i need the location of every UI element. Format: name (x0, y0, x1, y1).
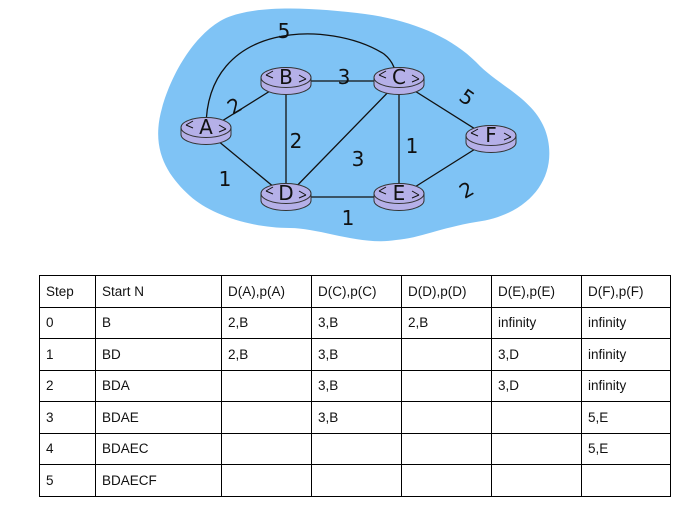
router-arrows-icon (378, 186, 420, 199)
table-cell: BDA (95, 369, 222, 402)
table-cell: 5,E (581, 432, 671, 465)
edge-weight-B-D: 2 (290, 129, 303, 153)
header-step: Step (39, 275, 96, 308)
router-label: C (392, 65, 406, 89)
edge-weight-C-E: 1 (406, 134, 419, 158)
edge-weight-A-D: 1 (219, 167, 232, 191)
table-cell (401, 401, 492, 434)
table-cell: 3,D (491, 369, 582, 402)
table-cell (581, 464, 671, 497)
router-top (180, 117, 232, 138)
router-node-E: E (373, 181, 425, 211)
table-cell: 2,B (401, 306, 492, 339)
router-node-F: F (465, 123, 517, 153)
table-cell: BD (95, 338, 222, 371)
table-cell: 0 (39, 306, 96, 339)
table-cell: BDAEC (95, 432, 222, 465)
table-cell: 1 (39, 338, 96, 371)
header-d-d: D(D),p(D) (401, 275, 492, 308)
table-cell (401, 432, 492, 465)
table-cell: infinity (581, 338, 671, 371)
edge-C-D (285, 80, 400, 198)
header-d-a: D(A),p(A) (221, 275, 312, 308)
router-top (260, 67, 312, 88)
table-cell (401, 464, 492, 497)
table-cell (221, 432, 312, 465)
table-cell: 2 (39, 369, 96, 402)
router-arrows-icon (378, 70, 420, 83)
router-arrows-icon (185, 120, 227, 133)
table-cell (311, 464, 402, 497)
router-arrows-icon (265, 186, 307, 199)
table-cell (401, 338, 492, 371)
table-cell (491, 401, 582, 434)
table-cell: 5,E (581, 401, 671, 434)
table-cell: 4 (39, 432, 96, 465)
router-node-C: C (373, 65, 425, 95)
edge-weight-D-E: 1 (342, 206, 355, 230)
table-cell: infinity (581, 306, 671, 339)
table-cell: 5 (39, 464, 96, 497)
router-top (465, 125, 517, 146)
edge-A-C (205, 33, 397, 129)
router-arrows-icon (470, 128, 512, 141)
table-cell (491, 464, 582, 497)
table-cell: BDAE (95, 401, 222, 434)
router-node-A: A (180, 115, 232, 145)
table-cell: 3,B (311, 338, 402, 371)
router-top (373, 67, 425, 88)
router-label: F (485, 123, 497, 147)
table-cell: 3,D (491, 338, 582, 371)
table-cell: 3,B (311, 306, 402, 339)
router-arrows-icon (265, 70, 307, 83)
table-cell (491, 432, 582, 465)
router-label: A (199, 115, 213, 139)
table-cell: 3,B (311, 401, 402, 434)
table-cell: infinity (581, 369, 671, 402)
table-header-row: Step Start N D(A),p(A) D(C),p(C) D(D),p(… (39, 275, 671, 308)
router-label: D (278, 181, 293, 205)
router-top (260, 183, 312, 204)
router-label: B (279, 65, 293, 89)
network-cloud (158, 8, 550, 242)
edge-weight-B-C: 3 (338, 65, 351, 89)
header-d-e: D(E),p(E) (491, 275, 582, 308)
header-d-f: D(F),p(F) (581, 275, 671, 308)
table-cell: 3 (39, 401, 96, 434)
table-cell (221, 464, 312, 497)
edge-weight-C-D: 3 (352, 147, 365, 171)
table-cell: 3,B (311, 369, 402, 402)
table-cell: 2,B (221, 306, 312, 339)
header-start-n: Start N (95, 275, 222, 308)
table-cell (221, 369, 312, 402)
router-top (373, 183, 425, 204)
router-node-B: B (260, 65, 312, 95)
edge-weight-A-C: 5 (278, 19, 291, 43)
table-cell (221, 401, 312, 434)
header-d-c: D(C),p(C) (311, 275, 402, 308)
table-cell: BDAECF (95, 464, 222, 497)
table-cell (401, 369, 492, 402)
distance-vector-table: Step Start N D(A),p(A) D(C),p(C) D(D),p(… (39, 275, 671, 497)
router-label: E (393, 181, 406, 205)
table-cell (311, 432, 402, 465)
table-cell: B (95, 306, 222, 339)
table-cell: infinity (491, 306, 582, 339)
table-cell: 2,B (221, 338, 312, 371)
router-node-D: D (260, 181, 312, 211)
